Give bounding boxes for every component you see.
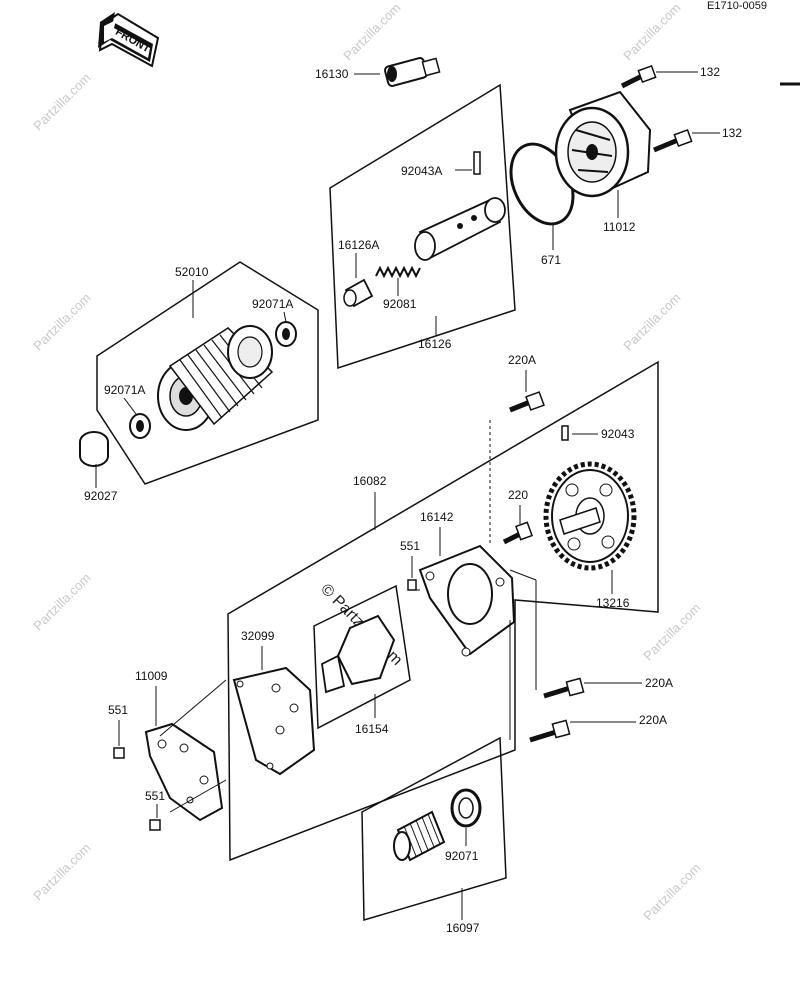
watermark: Partzilla.com (620, 290, 683, 353)
watermark: Partzilla.com (30, 290, 93, 353)
watermark: Partzilla.com (640, 860, 703, 923)
part-label[interactable]: 220A (639, 713, 667, 727)
screen-panel-outline (361, 736, 507, 921)
filter-panel-outline (96, 261, 319, 485)
assembly-lines (159, 569, 537, 813)
watermark: Partzilla.com (340, 0, 403, 63)
part-label[interactable]: 92027 (84, 489, 118, 503)
watermark: Partzilla.com (30, 570, 93, 633)
part-label[interactable]: 11009 (135, 669, 168, 683)
pump-panel-outline (227, 360, 659, 862)
o-ring-icon (275, 321, 297, 347)
bolt-icon (620, 65, 657, 89)
pump-plate-icon (232, 666, 316, 776)
dowel-icon (149, 819, 161, 831)
part-label[interactable]: 16082 (353, 474, 387, 488)
bolt-icon (509, 391, 545, 413)
bolt-icon (502, 521, 533, 545)
pin-icon (561, 425, 569, 441)
rotor-icon (321, 614, 396, 694)
part-label[interactable]: 132 (722, 126, 742, 140)
pump-body-icon (418, 544, 516, 657)
part-label[interactable]: 132 (700, 65, 720, 79)
leader (123, 397, 137, 415)
piston-icon (343, 278, 374, 308)
pin-icon (473, 151, 481, 175)
gear-icon (543, 461, 637, 571)
watermark: Partzilla.com (620, 0, 683, 63)
part-label[interactable]: 16126A (338, 238, 379, 252)
part-label[interactable]: 551 (400, 539, 420, 553)
part-label[interactable]: 220 (508, 488, 528, 502)
leader (283, 311, 287, 323)
part-label[interactable]: 16097 (446, 921, 480, 935)
valve-panel-outline (329, 83, 516, 370)
part-label[interactable]: 16142 (420, 510, 454, 524)
bolt-icon (543, 677, 585, 699)
front-arrow-icon: FRONT (98, 12, 160, 68)
watermark: Partzilla.com (30, 70, 93, 133)
diagram-code: E1710-0059 (707, 0, 767, 12)
valve-body-icon (414, 197, 506, 261)
part-label[interactable]: 220A (508, 353, 536, 367)
bolt-icon (529, 719, 571, 743)
part-label[interactable]: 13216 (596, 596, 630, 610)
part-label[interactable]: 92043 (601, 427, 635, 441)
part-label[interactable]: 32099 (241, 629, 275, 643)
part-label[interactable]: 16126 (418, 337, 452, 351)
part-label[interactable]: 551 (145, 789, 165, 803)
oil-screen-icon (393, 810, 446, 862)
part-label[interactable]: 551 (108, 703, 128, 717)
part-label[interactable]: 671 (541, 253, 561, 267)
rotor-panel-outline (313, 584, 411, 730)
filter-cap-icon (79, 431, 109, 467)
part-label[interactable]: 92071 (445, 849, 479, 863)
part-label[interactable]: 52010 (175, 265, 209, 279)
oil-filter-icon (157, 325, 274, 431)
fitting-icon (383, 57, 441, 87)
o-ring-icon (129, 413, 151, 439)
part-label[interactable]: 92043A (401, 164, 442, 178)
dowel-icon (407, 579, 417, 591)
spring-icon (375, 265, 421, 279)
pump-cover-icon (554, 90, 652, 198)
bolt-icon (653, 129, 693, 153)
part-label[interactable]: 11012 (603, 220, 636, 234)
watermark: Partzilla.com (30, 840, 93, 903)
part-label[interactable]: 16130 (315, 67, 349, 81)
part-label[interactable]: 220A (645, 676, 673, 690)
part-label[interactable]: 92071A (252, 297, 293, 311)
part-label[interactable]: 92071A (104, 383, 145, 397)
part-label[interactable]: 16154 (355, 722, 389, 736)
part-label[interactable]: 92081 (383, 297, 417, 311)
dowel-icon (113, 747, 125, 759)
watermark: Partzilla.com (640, 600, 703, 663)
seal-ring-icon (450, 788, 482, 828)
